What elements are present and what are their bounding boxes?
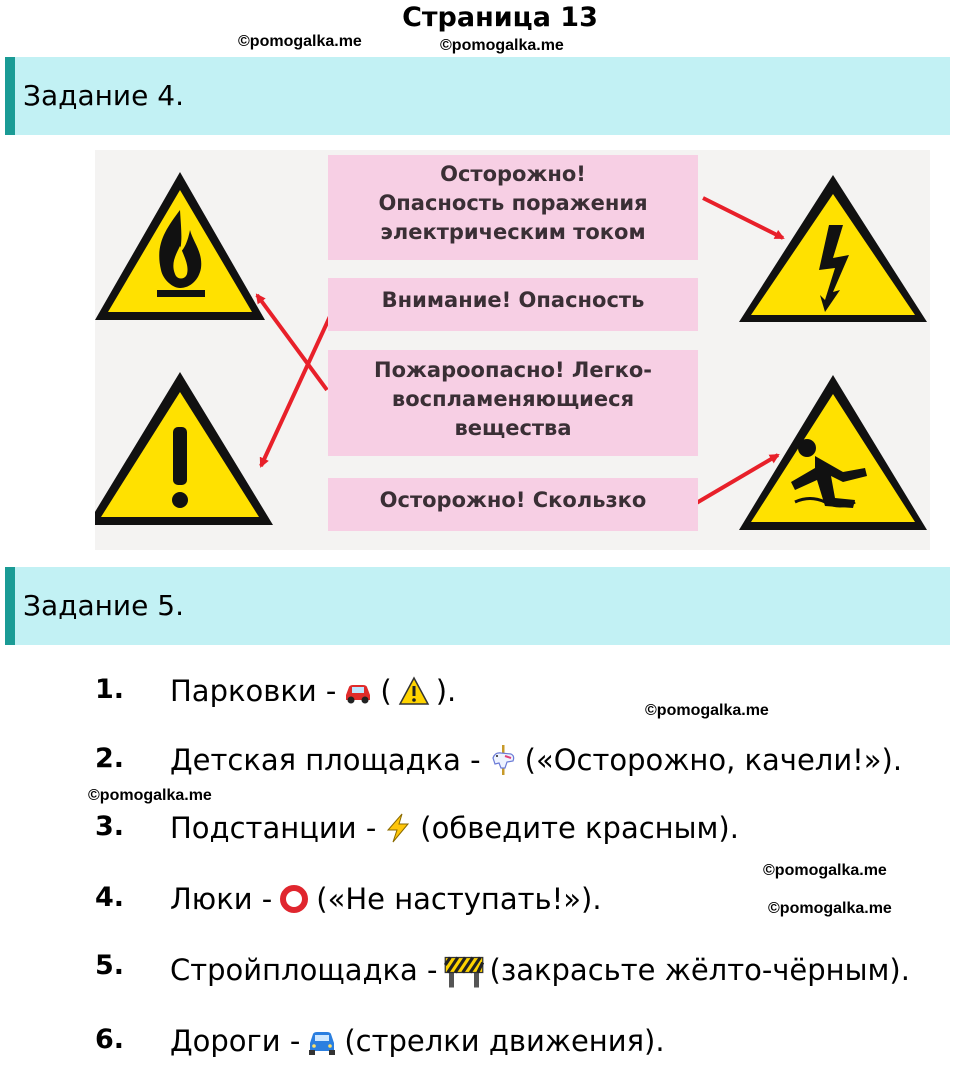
- item-rest: («Осторожно, качели!»).: [524, 743, 903, 777]
- item-paren-open: (: [380, 674, 392, 708]
- task-4-header: Задание 4.: [5, 57, 950, 135]
- watermark: ©pomogalka.me: [763, 862, 887, 879]
- label-slippery: Осторожно! Скользко: [328, 478, 698, 531]
- item-text: Стройплощадка -: [170, 953, 438, 987]
- item-rest: (стрелки движения).: [344, 1024, 665, 1058]
- item-number: 5.: [95, 950, 125, 981]
- label-line: воспламеняющиеся: [391, 387, 635, 411]
- exclamation-warning-icon: [95, 372, 273, 525]
- arrow-to-high-voltage: [702, 196, 785, 240]
- list-item: 3. Подстанции - (обведите красным).: [95, 811, 955, 855]
- watermark: ©pomogalka.me: [88, 787, 212, 804]
- warning-signs-figure: Осторожно! Опасность поражения электриче…: [95, 150, 930, 550]
- carousel-horse-icon: [492, 745, 514, 775]
- label-line: Осторожно!: [440, 162, 586, 186]
- high-voltage-warning-icon: [739, 175, 927, 322]
- item-rest: (обведите красным).: [420, 811, 739, 845]
- flame-warning-icon: [95, 172, 265, 320]
- task-5-header: Задание 5.: [5, 567, 950, 645]
- item-rest: («Не наступать!»).: [316, 882, 602, 916]
- label-electric-danger: Осторожно! Опасность поражения электриче…: [328, 155, 698, 260]
- label-line: Опасность поражения: [378, 191, 648, 215]
- item-text: Детская площадка -: [170, 743, 481, 777]
- list-item: 1. Парковки - ( ).: [95, 674, 955, 718]
- item-text: Парковки -: [170, 674, 337, 708]
- item-text: Подстанции -: [170, 811, 377, 845]
- item-text: Люки -: [170, 882, 273, 916]
- label-line: Пожароопасно! Легко-: [374, 358, 652, 382]
- blue-car-icon: [309, 1032, 336, 1055]
- list-item: 2. Детская площадка - («Осторожно, качел…: [95, 743, 955, 787]
- car-icon: [346, 685, 371, 704]
- watermark: ©pomogalka.me: [645, 702, 769, 719]
- arrow-to-exclamation: [259, 311, 334, 468]
- construction-barrier-icon: [443, 956, 484, 988]
- task-5-title: Задание 5.: [23, 589, 184, 622]
- item-number: 2.: [95, 743, 125, 774]
- list-item: 6. Дороги - (стрелки движения).: [95, 1024, 955, 1068]
- item-number: 3.: [95, 811, 125, 842]
- slippery-surface-warning-icon: [739, 375, 927, 530]
- arrow-to-slippery: [691, 453, 780, 507]
- lightning-icon: [387, 813, 410, 843]
- page-title: Страница 13: [402, 2, 598, 33]
- watermark: ©pomogalka.me: [440, 37, 564, 54]
- label-attention-danger: Внимание! Опасность: [328, 278, 698, 331]
- item-text: Дороги -: [170, 1024, 301, 1058]
- label-fire-hazard: Пожароопасно! Легко- воспламеняющиеся ве…: [328, 350, 698, 456]
- item-number: 1.: [95, 674, 125, 705]
- warning-icon: [398, 676, 429, 705]
- arrow-to-flame: [255, 293, 329, 392]
- watermark: ©pomogalka.me: [768, 900, 892, 917]
- label-line: вещества: [454, 416, 572, 440]
- red-ring-icon: [280, 885, 309, 913]
- item-rest: (закрасьте жёлто-чёрным).: [489, 953, 910, 987]
- item-number: 4.: [95, 882, 125, 913]
- label-line: Осторожно! Скользко: [379, 488, 647, 512]
- list-item: 4. Люки - («Не наступать!»).: [95, 882, 955, 926]
- label-line: Внимание! Опасность: [381, 288, 645, 312]
- task-4-title: Задание 4.: [23, 79, 184, 112]
- label-line: электрическим током: [380, 220, 646, 244]
- item-rest: ).: [435, 674, 457, 708]
- watermark: ©pomogalka.me: [238, 33, 362, 50]
- list-item: 5. Стройплощадка - (закрасьте жёлто-чёрн…: [95, 950, 955, 994]
- item-number: 6.: [95, 1024, 125, 1055]
